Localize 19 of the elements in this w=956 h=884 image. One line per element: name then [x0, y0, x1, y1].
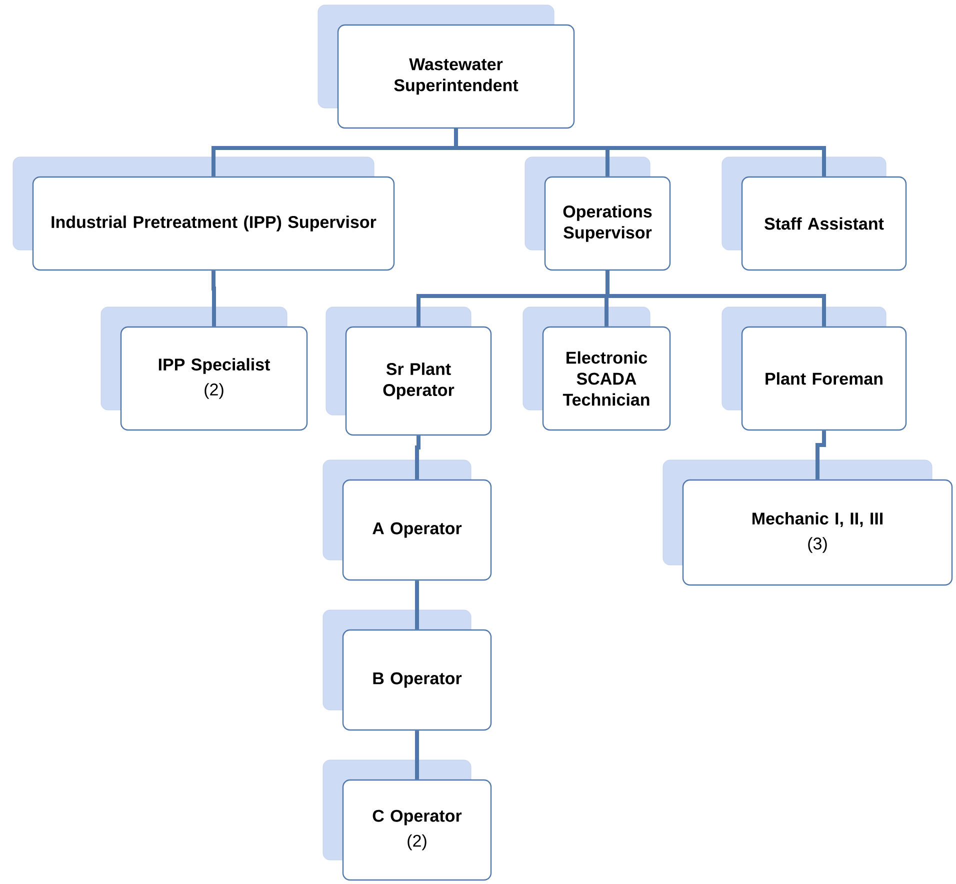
org-box: Mechanic I, II, III (3) — [662, 460, 953, 586]
connector-line — [212, 270, 216, 326]
org-box: Industrial Pretreatment (IPP) Supervisor — [12, 156, 395, 271]
org-box: C Operator (2) — [322, 760, 492, 881]
org-box: Sr Plant Operator — [326, 306, 492, 436]
connector-line — [816, 430, 826, 480]
connector-line — [415, 730, 419, 780]
org-box: Plant Foreman — [722, 306, 907, 431]
org-box: Staff Assistant — [722, 156, 907, 271]
connector-line — [415, 436, 420, 480]
connector-line — [454, 128, 826, 176]
connector-line — [606, 270, 826, 326]
org-box: Operations Supervisor — [524, 156, 671, 271]
org-box: IPP Specialist (2) — [100, 306, 308, 431]
org-box: A Operator — [322, 460, 492, 581]
connector-line — [415, 580, 419, 630]
org-box: B Operator — [322, 610, 492, 731]
org-box: Wastewater Superintendent — [318, 4, 575, 129]
org-box: Electronic SCADA Technician — [522, 306, 671, 431]
